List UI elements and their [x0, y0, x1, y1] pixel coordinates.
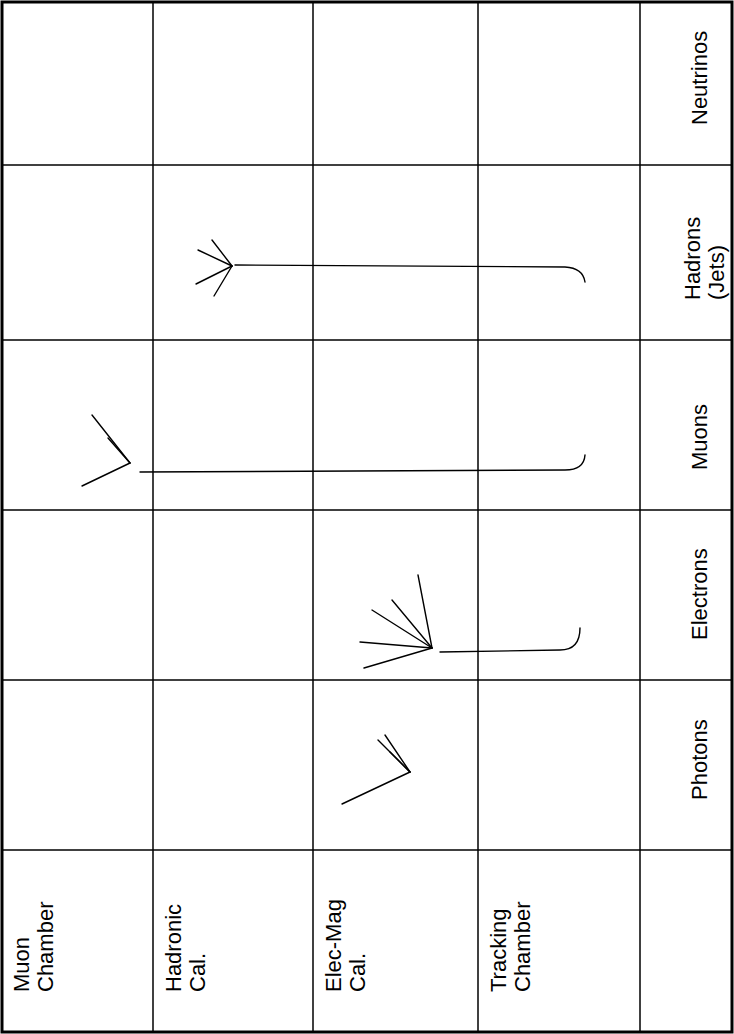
- particle-sketches: [82, 240, 585, 804]
- photon-shower: [342, 735, 410, 804]
- detector-layer-label: Tracking Chamber: [487, 862, 535, 992]
- grid-line: [639, 2, 641, 1032]
- hadron-jet: [196, 240, 585, 296]
- grid-line: [312, 2, 314, 1032]
- muon-track: [82, 415, 585, 486]
- detector-layer-label: Elec-Mag Cal.: [322, 862, 370, 992]
- grid-line: [2, 509, 732, 511]
- grid-line: [477, 2, 479, 1032]
- grid-line: [2, 164, 732, 166]
- particle-label: Photons: [688, 690, 712, 800]
- grid-line: [2, 679, 732, 681]
- detector-layer-label: Hadronic Cal.: [162, 862, 210, 992]
- grid-line: [2, 849, 732, 851]
- grid-line: [2, 339, 732, 341]
- electron-track: [360, 575, 580, 668]
- particle-label: Electrons: [688, 530, 712, 640]
- detector-layer-label: Muon Chamber: [10, 862, 58, 992]
- particle-label: Neutrinos: [688, 15, 712, 125]
- particle-label: Muons: [688, 360, 712, 470]
- grid-line: [152, 2, 154, 1032]
- particle-label: Hadrons (Jets): [681, 190, 729, 300]
